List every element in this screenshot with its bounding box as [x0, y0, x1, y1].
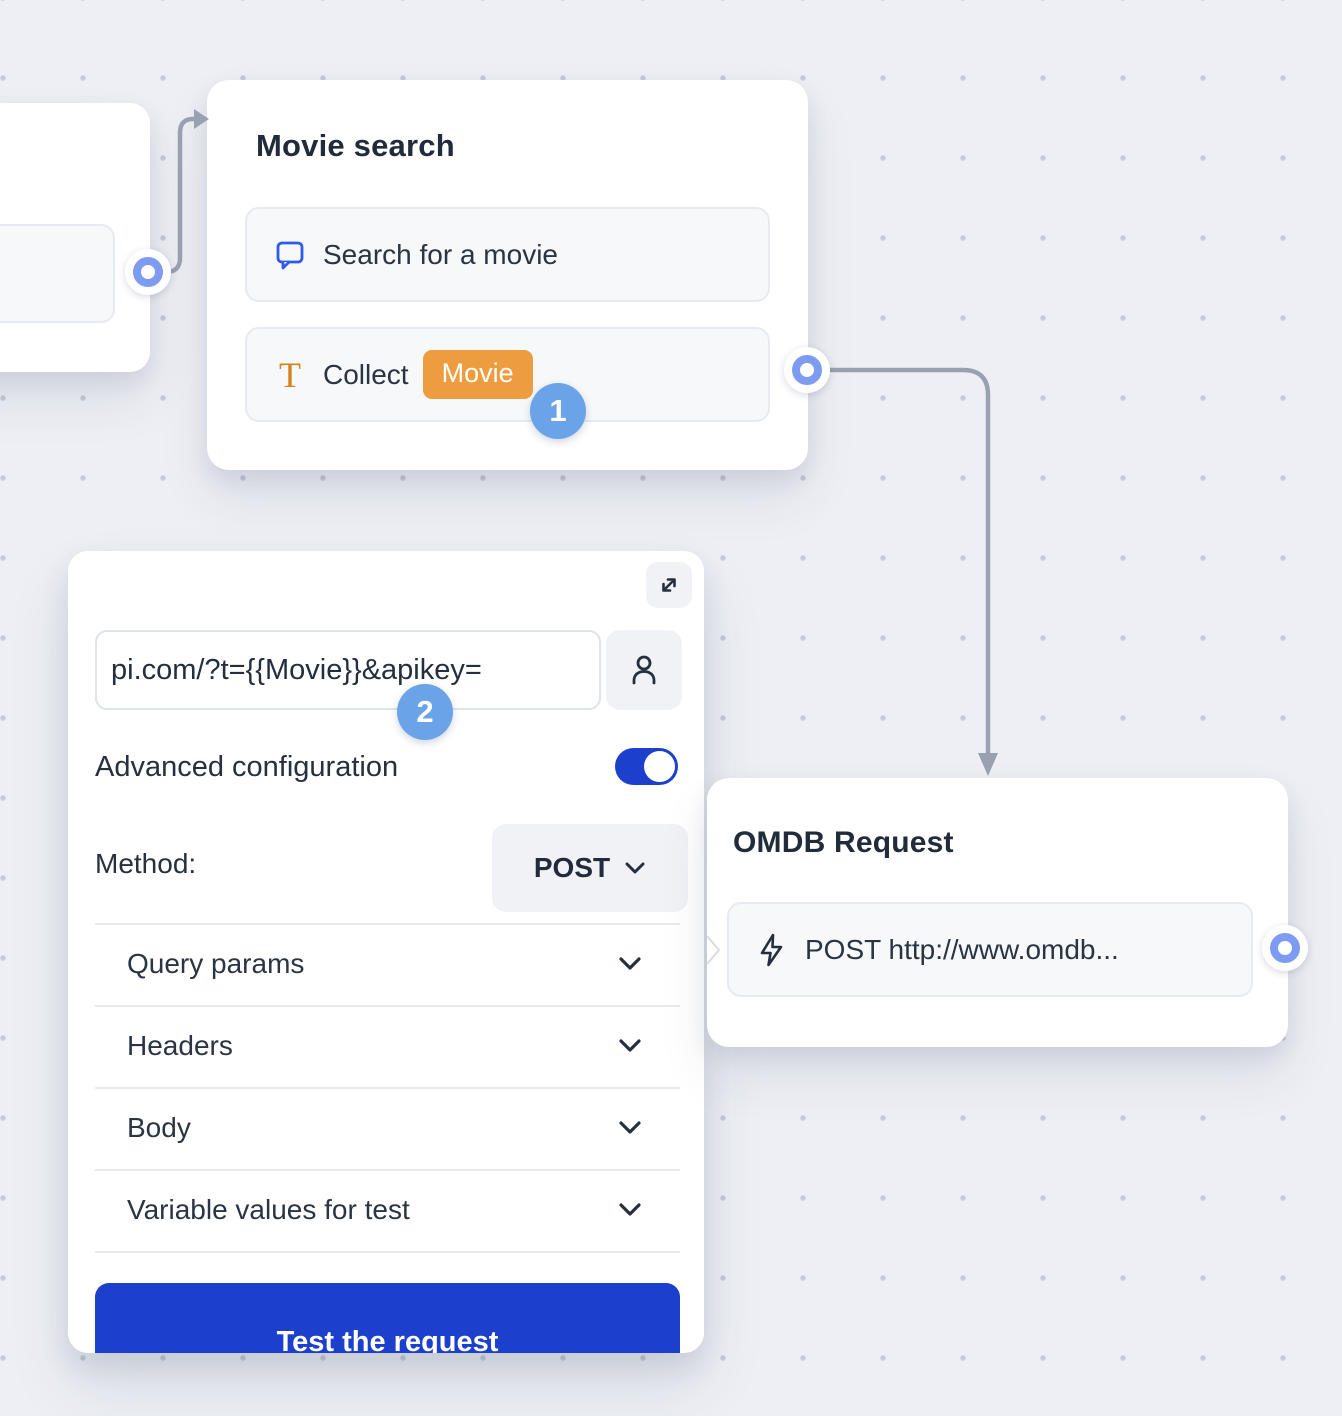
request-url-input[interactable]	[95, 630, 601, 710]
omdb-request-item-label: POST http://www.omdb...	[805, 933, 1119, 965]
advanced-configuration-toggle[interactable]	[615, 748, 678, 785]
section-label: Variable values for test	[127, 1194, 410, 1225]
text-T-icon: T	[279, 354, 301, 395]
section-label: Body	[127, 1112, 191, 1143]
divider	[95, 1169, 680, 1171]
chat-bubble-icon	[273, 239, 307, 271]
lightning-icon	[755, 932, 789, 968]
chevron-down-icon	[619, 957, 641, 970]
section-row-query-params[interactable]: Query params	[68, 946, 704, 990]
connector-left-to-movie	[147, 116, 198, 275]
divider	[95, 923, 680, 925]
output-port-movie-search[interactable]	[792, 355, 822, 385]
movie-search-node-title: Movie search	[256, 128, 455, 163]
step-marker-1: 1	[530, 383, 586, 439]
divider	[95, 1005, 680, 1007]
omdb-request-node[interactable]: OMDB Request POST http://www.omdb...	[707, 778, 1288, 1047]
section-label: Headers	[127, 1030, 233, 1061]
divider	[95, 1087, 680, 1089]
expand-button[interactable]	[646, 562, 692, 608]
movie-search-item-question[interactable]: Search for a movie	[245, 207, 770, 302]
method-value: POST	[533, 852, 611, 883]
connector-movie-to-omdb	[819, 367, 991, 758]
section-label: Query params	[127, 948, 305, 979]
chevron-down-icon	[619, 1203, 641, 1216]
movie-search-item-collect[interactable]: T Collect Movie	[245, 327, 770, 422]
method-label: Method:	[95, 848, 197, 879]
chevron-down-icon	[619, 1121, 641, 1134]
section-row-variable-values[interactable]: Variable values for test	[68, 1192, 704, 1236]
movie-search-item-question-label: Search for a movie	[323, 238, 558, 270]
output-port-omdb-request[interactable]	[1270, 933, 1300, 963]
omdb-request-node-title: OMDB Request	[733, 826, 954, 859]
partial-left-node[interactable]	[0, 103, 150, 372]
step-marker-2: 2	[397, 684, 453, 740]
chevron-down-icon	[619, 1039, 641, 1052]
output-port-left-node[interactable]	[133, 257, 163, 287]
movie-search-item-collect-label: Collect	[323, 358, 409, 390]
chevron-down-icon	[625, 862, 645, 874]
method-select[interactable]: POST	[492, 824, 688, 912]
expand-icon	[662, 578, 676, 592]
section-row-body[interactable]: Body	[68, 1110, 704, 1154]
divider	[95, 1251, 680, 1253]
advanced-configuration-label: Advanced configuration	[95, 751, 399, 783]
omdb-request-item[interactable]: POST http://www.omdb...	[727, 902, 1253, 997]
arrowhead-down-icon	[978, 753, 998, 776]
user-icon	[632, 655, 656, 685]
partial-left-node-item[interactable]	[0, 224, 115, 323]
section-row-headers[interactable]: Headers	[68, 1028, 704, 1072]
test-request-button[interactable]: Test the request	[95, 1283, 680, 1353]
webhook-config-panel: Advanced configuration Method: POST Quer…	[68, 551, 704, 1353]
insert-variable-button[interactable]	[606, 630, 682, 710]
movie-search-node[interactable]: Movie search Search for a movie T Collec…	[207, 80, 808, 470]
variable-badge-movie: Movie	[422, 350, 533, 399]
toggle-knob	[644, 751, 675, 782]
